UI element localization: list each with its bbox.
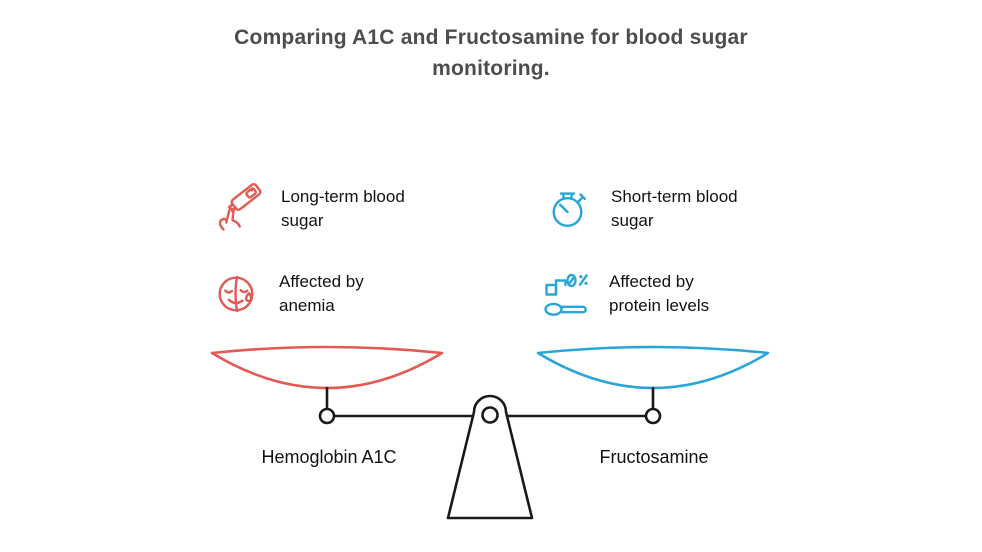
feature-affected-by-anemia: Affected by anemia [212, 266, 417, 320]
pivot-circle [481, 406, 499, 424]
feature-short-term-blood-sugar: Short-term blood sugar [544, 181, 749, 235]
feature-label: Affected by anemia [279, 272, 364, 315]
protein-levels-icon [542, 266, 592, 320]
stopwatch-icon [544, 181, 594, 235]
feature-affected-by-protein: Affected by protein levels [542, 266, 747, 320]
left-pan [210, 345, 444, 390]
fructosamine-label: Fructosamine [599, 447, 709, 467]
balance-scale-diagram [210, 345, 770, 520]
page-title: Comparing A1C and Fructosamine for blood… [234, 26, 748, 80]
feature-long-term-blood-sugar: Long-term blood sugar [214, 181, 419, 235]
feature-label: Short-term blood sugar [611, 187, 738, 230]
feature-label: Long-term blood sugar [281, 187, 405, 230]
feature-label: Affected by protein levels [609, 272, 710, 315]
right-hanger-circle [644, 407, 662, 425]
hemoglobin-a1c-label: Hemoglobin A1C [261, 447, 397, 467]
right-pan [536, 345, 770, 390]
left-hanger-circle [318, 407, 336, 425]
glucometer-icon [214, 181, 264, 235]
anemia-face-icon [212, 266, 262, 320]
fulcrum [446, 394, 534, 520]
